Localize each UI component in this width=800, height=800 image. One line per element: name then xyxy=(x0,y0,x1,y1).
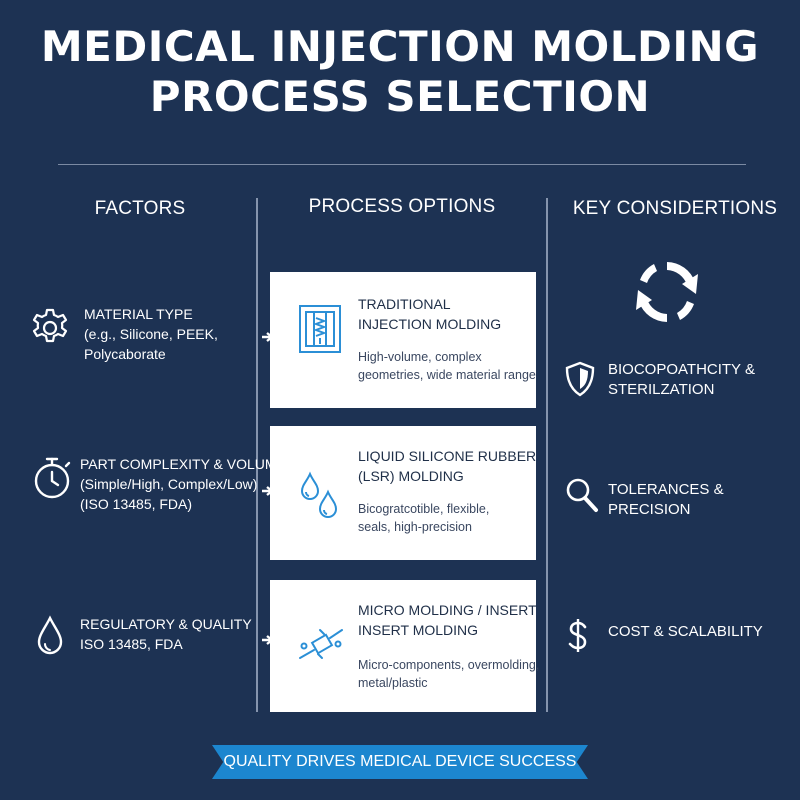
magnifier-icon xyxy=(564,476,608,519)
process-card-micro-insert: MICRO MOLDING / INSERT INSERT MOLDING Mi… xyxy=(270,580,540,712)
consideration-cost: COST & SCALABILITY xyxy=(566,618,763,659)
consideration-biocompatibility: BIOCOPOATHCITY & STERILZATION xyxy=(564,360,755,403)
process-card-title: LIQUID SILICONE RUBBER (LSR) MOLDING xyxy=(358,448,537,484)
consideration-cost-text: COST & SCALABILITY xyxy=(608,623,763,640)
micro-component-icon xyxy=(298,624,346,669)
stopwatch-icon xyxy=(30,454,76,507)
footer-banner: QUALITY DRIVES MEDICAL DEVICE SUCCESS xyxy=(212,745,588,779)
factor-part-complexity-text: PART COMPLEXITY & VOLUME (Simple/High, C… xyxy=(80,456,286,512)
process-card-description: High-volume, complex geometries, wide ma… xyxy=(358,350,536,382)
factor-material-type: MATERIAL TYPE (e.g., Silicone, PEEK, Pol… xyxy=(28,304,218,364)
process-card-title: TRADITIONAL INJECTION MOLDING xyxy=(358,296,502,332)
droplets-icon xyxy=(298,470,342,531)
shield-icon xyxy=(564,360,608,403)
process-card-lsr: LIQUID SILICONE RUBBER (LSR) MOLDING Bic… xyxy=(270,426,536,560)
consideration-tolerances-text: TOLERANCES & PRECISION xyxy=(608,481,724,518)
title-line-2: PROCESS SELECTION xyxy=(149,72,651,121)
page-title: MEDICAL INJECTION MOLDING PROCESS SELECT… xyxy=(0,22,800,122)
process-card-description: Bicogratcotible, flexible, seals, high-p… xyxy=(358,502,490,534)
gear-icon xyxy=(28,306,74,355)
column-divider-right xyxy=(546,198,548,712)
factor-regulatory-quality: REGULATORY & QUALITY ISO 13485, FDA xyxy=(34,614,252,663)
consideration-tolerances: TOLERANCES & PRECISION xyxy=(564,476,800,520)
factor-part-complexity: PART COMPLEXITY & VOLUME (Simple/High, C… xyxy=(30,454,286,514)
process-card-title: MICRO MOLDING / INSERT INSERT MOLDING xyxy=(358,602,537,638)
dollar-icon xyxy=(566,618,608,659)
factor-regulatory-quality-text: REGULATORY & QUALITY ISO 13485, FDA xyxy=(80,616,252,652)
cycle-arrows-icon xyxy=(632,254,702,335)
column-divider-left xyxy=(256,198,258,712)
process-card-description: Micro-components, overmolding, metal/pla… xyxy=(358,658,540,690)
column-heading-key-considerations: KEY CONSIDERTIONS xyxy=(572,198,778,219)
droplet-icon xyxy=(34,614,74,663)
column-heading-process-options: PROCESS OPTIONS xyxy=(308,196,496,217)
mold-press-icon xyxy=(298,304,342,359)
column-heading-factors: FACTORS xyxy=(94,198,186,219)
factor-material-type-text: MATERIAL TYPE (e.g., Silicone, PEEK, Pol… xyxy=(84,306,218,362)
title-divider xyxy=(58,164,746,165)
process-card-traditional: TRADITIONAL INJECTION MOLDING High-volum… xyxy=(270,272,536,408)
title-line-1: MEDICAL INJECTION MOLDING xyxy=(40,22,760,71)
consideration-biocompatibility-text: BIOCOPOATHCITY & STERILZATION xyxy=(608,361,755,398)
